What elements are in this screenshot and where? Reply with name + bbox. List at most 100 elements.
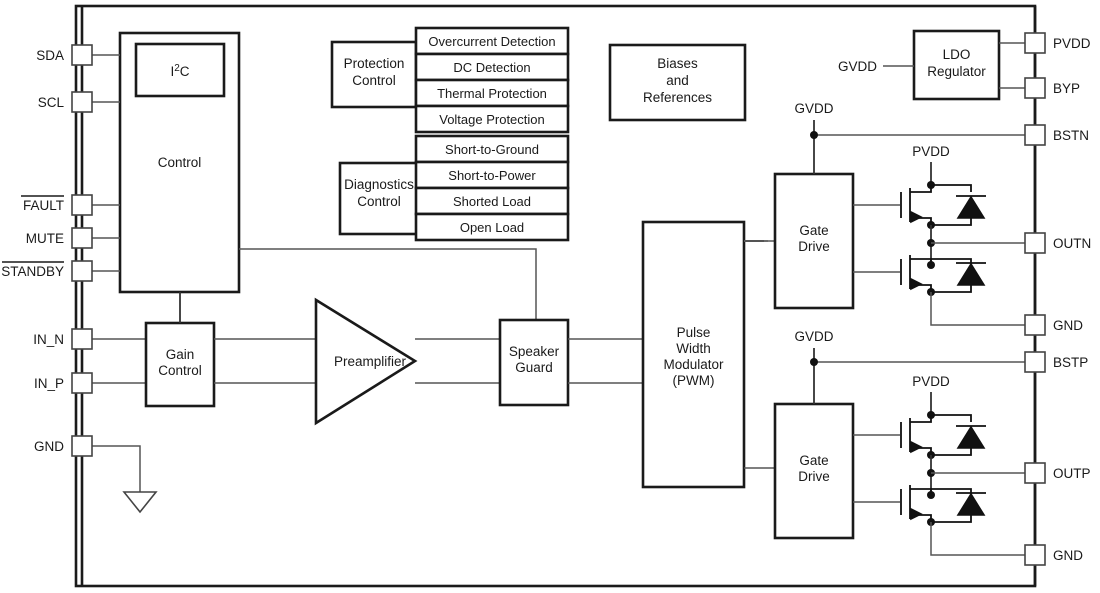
pin-pvdd[interactable] [1024, 32, 1046, 54]
mosfet-bottom-hs-body-arrow [910, 440, 923, 454]
pin-label-gnd-bottom-right: GND [1053, 548, 1083, 563]
pin-outp[interactable] [1024, 462, 1046, 484]
pin-mute[interactable] [71, 227, 93, 249]
pin-label-bstn: BSTN [1053, 128, 1089, 143]
pwm-label-2: Width [676, 341, 711, 356]
diode-bottom-hs-cathode-route [931, 448, 972, 456]
pin-label-pvdd: PVDD [1053, 36, 1091, 51]
ldo-regulator-block[interactable] [912, 29, 1001, 101]
speaker-guard-block[interactable] [498, 318, 570, 407]
diagnostics-item-label-2: Shorted Load [453, 194, 531, 209]
net-label-gvdd-bottom: GVDD [794, 329, 833, 344]
pin-scl[interactable] [71, 91, 93, 113]
gate-drive-bottom-block[interactable] [773, 402, 855, 540]
diagnostics-item-label-1: Short-to-Power [448, 168, 536, 183]
pin-gnd-bottom-right[interactable] [1024, 544, 1046, 566]
diagnostics-item-2[interactable] [414, 186, 570, 216]
diode-bottom-ls-triangle-icon [956, 492, 986, 516]
mosfet-bottom-ls-body-arrow [910, 507, 923, 521]
ground-symbol-icon [122, 491, 158, 514]
pin-in-p[interactable] [71, 372, 93, 394]
pin-sda[interactable] [71, 44, 93, 66]
net-label-gvdd-ldo: GVDD [838, 59, 877, 74]
diagnostics-item-1[interactable] [414, 160, 570, 190]
i2c-block[interactable] [134, 42, 226, 98]
lead-gnd-left [92, 445, 141, 494]
pin-label-bstp: BSTP [1053, 355, 1088, 370]
mosfet-top-hs-drain [910, 185, 932, 193]
pin-label-fault: FAULT [23, 198, 64, 213]
pin-label-gnd-top-right: GND [1053, 318, 1083, 333]
pin-label-mute: MUTE [26, 231, 64, 246]
diode-bottom-hs-anode-route [931, 414, 972, 422]
mosfet-top-hs-body-arrow [910, 210, 923, 224]
biases-references-block[interactable] [608, 43, 747, 122]
diode-top-ls-triangle-icon [956, 262, 986, 286]
diode-top-hs-triangle-icon [956, 195, 986, 219]
wire-bottom-ls-to-gnd [930, 522, 1025, 556]
protection-control-label-1: Protection [344, 56, 405, 71]
gate-drive-bottom-label-1: Gate [799, 453, 828, 468]
protection-control-label-2: Control [352, 73, 396, 88]
gain-control-block[interactable] [144, 321, 216, 408]
biases-label-3: References [643, 90, 712, 105]
pin-byp[interactable] [1024, 77, 1046, 99]
ldo-label-2: Regulator [927, 64, 986, 79]
pin-bstn[interactable] [1024, 124, 1046, 146]
gate-drive-top-label-1: Gate [799, 223, 828, 238]
pin-label-standby: STANDBY [1, 264, 64, 279]
protection-item-label-1: DC Detection [453, 60, 530, 75]
pin-standby[interactable] [71, 260, 93, 282]
pin-label-in-n: IN_N [33, 332, 64, 347]
pwm-block[interactable] [641, 220, 746, 489]
diagnostics-item-3[interactable] [414, 212, 570, 242]
diagnostics-item-label-0: Short-to-Ground [445, 142, 539, 157]
diode-top-ls-cathode-route [931, 285, 972, 293]
mosfet-bottom-hs-drain [910, 415, 932, 423]
wire-control-to-speaker-guard [239, 248, 537, 320]
pin-label-sda: SDA [36, 48, 64, 63]
pin-label-scl: SCL [38, 95, 65, 110]
pin-in-n[interactable] [71, 328, 93, 350]
junction-dot-gvdd-top [810, 131, 818, 139]
diagnostics-item-label-3: Open Load [460, 220, 524, 235]
diode-bottom-ls-cathode-route [931, 515, 972, 523]
protection-item-label-3: Voltage Protection [439, 112, 545, 127]
gain-control-label-2: Control [158, 363, 202, 378]
ldo-label-1: LDO [943, 47, 971, 62]
pin-label-outp: OUTP [1053, 466, 1091, 481]
speaker-guard-label-1: Speaker [509, 344, 560, 359]
pin-outn[interactable] [1024, 232, 1046, 254]
gate-drive-top-label-2: Drive [798, 239, 830, 254]
pin-label-gnd-left: GND [34, 439, 64, 454]
biases-label-1: Biases [657, 56, 698, 71]
pin-label-in-p: IN_P [34, 376, 64, 391]
net-label-pvdd-top: PVDD [912, 144, 950, 159]
speaker-guard-label-2: Guard [515, 360, 553, 375]
control-label: Control [158, 155, 202, 170]
gain-control-label-1: Gain [166, 347, 195, 362]
wire-top-ls-to-gnd [930, 292, 1025, 326]
biases-label-2: and [666, 73, 689, 88]
i2c-label: I2C [170, 63, 189, 79]
net-label-gvdd-top: GVDD [794, 101, 833, 116]
mosfet-top-ls-body-arrow [910, 277, 923, 291]
protection-item-label-2: Thermal Protection [437, 86, 547, 101]
preamplifier-block[interactable] [314, 297, 418, 426]
preamplifier-label: Preamplifier [334, 354, 407, 369]
pin-bstp[interactable] [1024, 351, 1046, 373]
junction-dot-gvdd-bottom [810, 358, 818, 366]
net-label-pvdd-bottom: PVDD [912, 374, 950, 389]
diagnostics-control-label-2: Control [357, 194, 401, 209]
pin-gnd-top-right[interactable] [1024, 314, 1046, 336]
pin-label-outn: OUTN [1053, 236, 1091, 251]
gate-drive-top-block[interactable] [773, 172, 855, 310]
protection-item-3[interactable] [414, 104, 570, 134]
pin-fault[interactable] [71, 194, 93, 216]
diagnostics-control-label-1: Diagnostics [344, 177, 414, 192]
diode-bottom-hs-triangle-icon [956, 425, 986, 449]
pin-gnd-left[interactable] [71, 435, 93, 457]
pin-label-byp: BYP [1053, 81, 1080, 96]
